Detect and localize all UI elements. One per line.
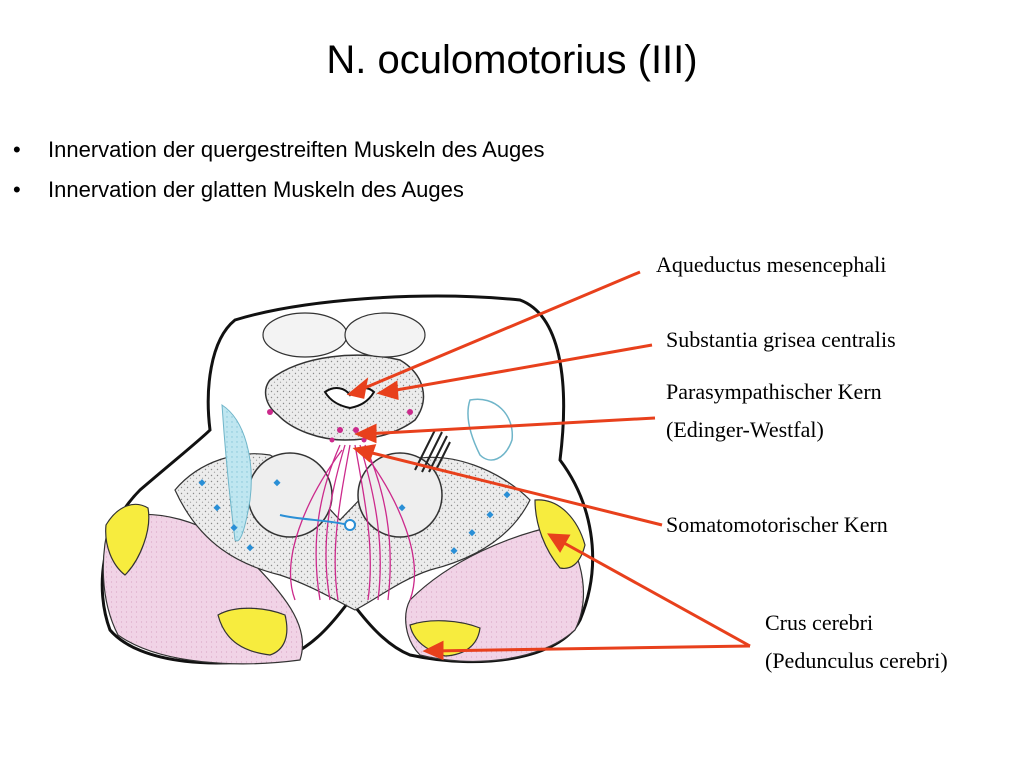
red-nucleus-left	[247, 452, 333, 538]
blue-markers	[198, 479, 511, 555]
label-substantia-grisea-centralis: Substantia grisea centralis	[666, 327, 896, 352]
label-pedunculus-cerebri: (Pedunculus cerebri)	[765, 648, 948, 673]
bullet-list: • Innervation der quergestreiften Muskeln…	[10, 130, 545, 210]
medial-lemniscus-cyan	[221, 404, 252, 542]
label-aqueductus-mesencephali: Aqueductus mesencephali	[656, 252, 887, 277]
label-edinger-westfal: (Edinger-Westfal)	[666, 417, 824, 442]
label-parasympathischer-kern: Parasympathischer Kern	[666, 379, 882, 404]
oculomotor-nuclei	[267, 409, 413, 443]
bullet-text: Innervation der glatten Muskeln des Auge…	[48, 177, 464, 202]
crus-yellow-left-outer	[105, 503, 150, 576]
oculomotor-fibres	[289, 444, 416, 601]
blue-nerve-path	[279, 514, 349, 526]
bullet-item: • Innervation der glatten Muskeln des Aug…	[10, 170, 545, 210]
label-crus-cerebri: Crus cerebri	[765, 610, 874, 635]
crus-yellow-left-inner	[217, 607, 288, 656]
superior-colliculus-left	[262, 312, 348, 358]
bullet-dot-icon: •	[13, 177, 21, 202]
blue-nerve-end	[344, 519, 356, 531]
bullet-item: • Innervation der quergestreiften Muskeln…	[10, 130, 545, 170]
bullet-dot-icon: •	[13, 137, 21, 162]
crus-yellow-right-inner	[409, 620, 481, 657]
red-nucleus-right	[357, 452, 443, 538]
slide-title: N. oculomotorius (III)	[326, 38, 698, 82]
label-somatomotorischer-kern: Somatomotorischer Kern	[666, 512, 888, 537]
superior-colliculus-right	[344, 312, 426, 358]
bullet-text: Innervation der quergestreiften Muskeln …	[48, 137, 545, 162]
pointer-arrows	[346, 270, 751, 661]
